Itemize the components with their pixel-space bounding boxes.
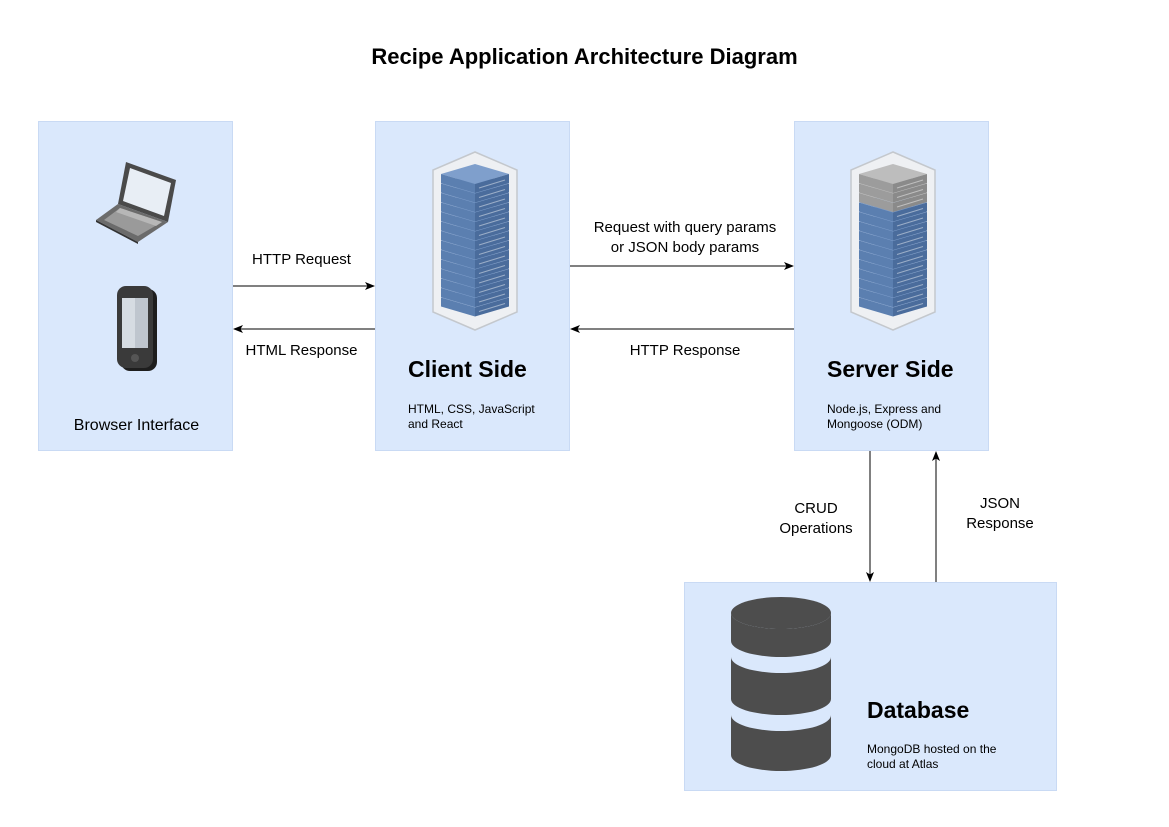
browser-interface-label: Browser Interface [73, 417, 200, 434]
diagram-title: Recipe Application Architecture Diagram [371, 44, 798, 69]
database-desc-line-1: MongoDB hosted on the [867, 742, 997, 756]
client-side-description: HTML, CSS, JavaScript and React [408, 402, 535, 432]
http-response-label: HTTP Response [629, 342, 741, 359]
server-desc-line-1: Node.js, Express and [827, 402, 942, 416]
smartphone-icon [117, 286, 157, 371]
server-side-description: Node.js, Express and Mongoose (ODM) [827, 402, 941, 432]
database-box: Database MongoDB hosted on the cloud at … [684, 582, 1057, 791]
query-request-label: Request with query params or JSON body p… [570, 218, 800, 258]
crud-operations-label: CRUD Operations [766, 499, 866, 539]
server-side-box: Server Side Node.js, Express and Mongoos… [794, 121, 989, 451]
query-request-label-line-2: or JSON body params [610, 239, 760, 256]
laptop-icon [96, 162, 176, 244]
client-desc-line-1: HTML, CSS, JavaScript [408, 402, 535, 416]
crud-label-line-1: CRUD [794, 500, 838, 517]
client-side-box: Client Side HTML, CSS, JavaScript and Re… [375, 121, 570, 451]
server-side-title: Server Side [827, 356, 954, 382]
database-title: Database [867, 697, 970, 723]
http-request-label: HTTP Request [252, 251, 351, 268]
database-desc-line-2: cloud at Atlas [867, 757, 939, 771]
crud-label-line-2: Operations [779, 520, 853, 537]
query-request-label-line-1: Request with query params [593, 219, 777, 236]
html-response-label: HTML Response [245, 342, 358, 359]
client-desc-line-2: and React [408, 417, 463, 431]
client-side-title: Client Side [408, 356, 527, 382]
json-response-label: JSON Response [950, 494, 1050, 534]
browser-interface-box: Browser Interface [38, 121, 233, 451]
database-description: MongoDB hosted on the cloud at Atlas [867, 742, 996, 772]
json-label-line-2: Response [966, 515, 1034, 532]
client-server-rack-icon [432, 151, 518, 331]
json-label-line-1: JSON [979, 495, 1020, 512]
database-icon [731, 597, 831, 771]
server-rack-icon [850, 151, 936, 331]
server-desc-line-2: Mongoose (ODM) [827, 417, 923, 431]
